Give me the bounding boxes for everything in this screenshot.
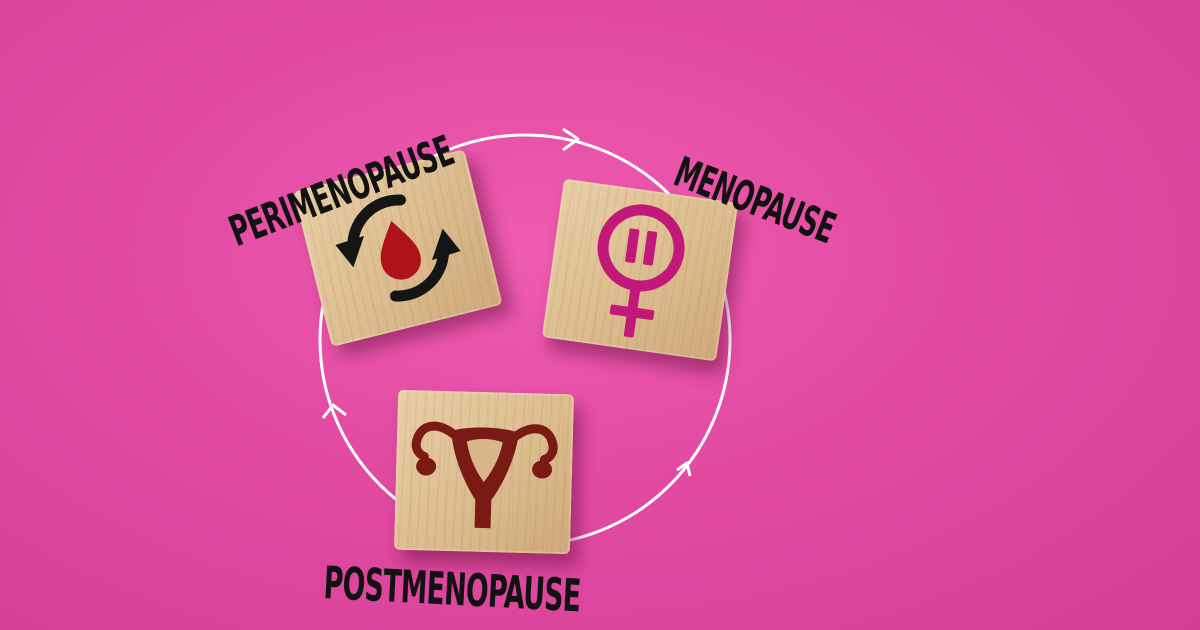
uterus-icon	[411, 421, 558, 529]
cycle-arrowhead-right	[676, 461, 692, 477]
cycle-arrowhead-top	[562, 127, 580, 152]
female-pause-icon	[597, 204, 685, 338]
cycle-arrowhead-left	[321, 403, 347, 419]
postmenopause-label: POSTMENOPAUSE	[322, 556, 582, 623]
cycle-drop-icon	[335, 194, 461, 302]
menopause-block	[541, 178, 739, 362]
perimenopause-block	[293, 149, 503, 347]
postmenopause-block	[393, 389, 575, 555]
